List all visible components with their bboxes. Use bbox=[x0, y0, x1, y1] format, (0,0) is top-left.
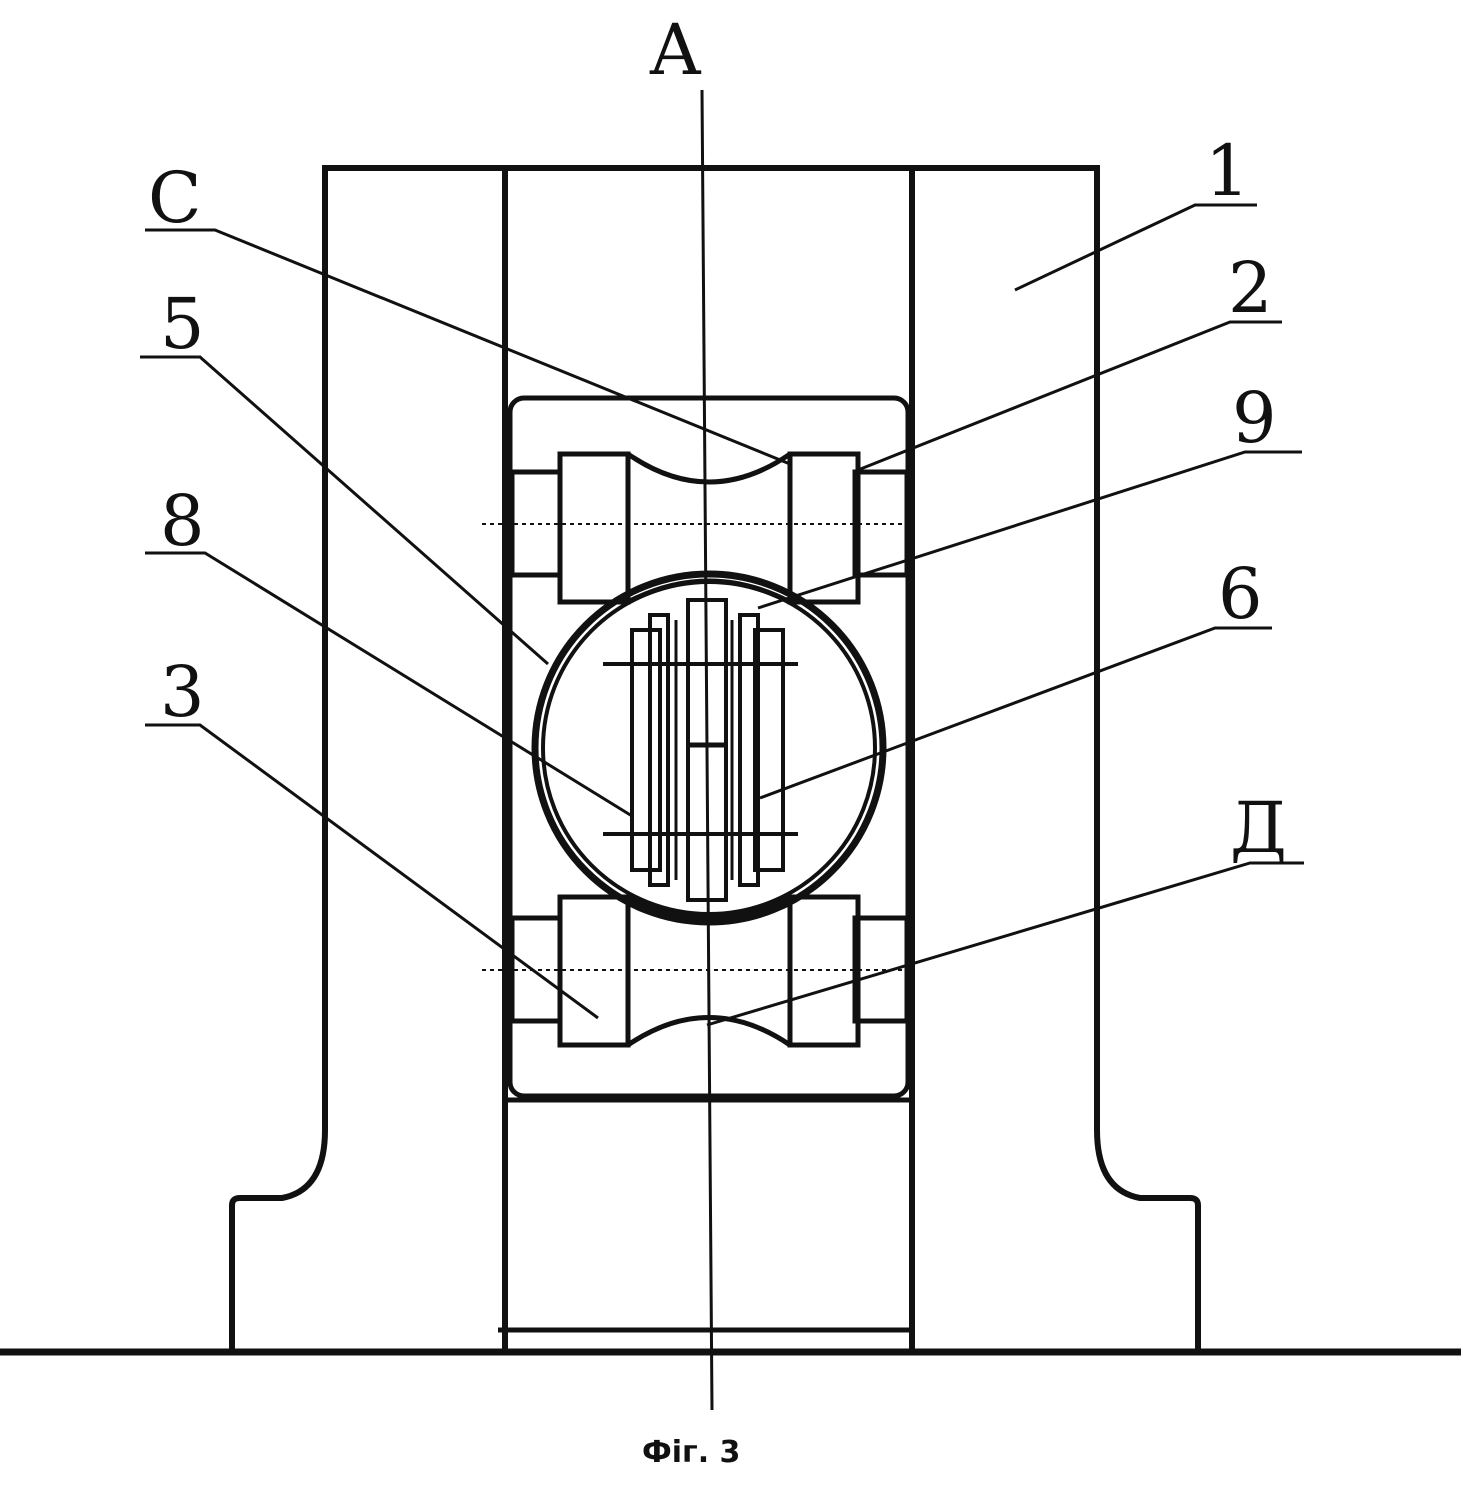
label-2: 2 bbox=[1228, 247, 1273, 329]
label-1: 1 bbox=[1205, 130, 1250, 212]
figure-caption: Фіг. 3 bbox=[642, 1435, 740, 1470]
section-axis bbox=[700, 89, 714, 1411]
label-5: 5 bbox=[160, 283, 205, 365]
label-3: 3 bbox=[160, 651, 205, 733]
label-c: С bbox=[148, 157, 202, 239]
label-d: Д bbox=[1230, 787, 1287, 869]
leader-lines bbox=[140, 203, 1304, 1027]
mandrel-assembly bbox=[603, 598, 798, 902]
stand-body-outline bbox=[229, 165, 1201, 1352]
section-label-a: A bbox=[649, 9, 702, 91]
label-9: 9 bbox=[1232, 377, 1277, 459]
label-8: 8 bbox=[160, 480, 205, 562]
label-6: 6 bbox=[1218, 553, 1263, 635]
